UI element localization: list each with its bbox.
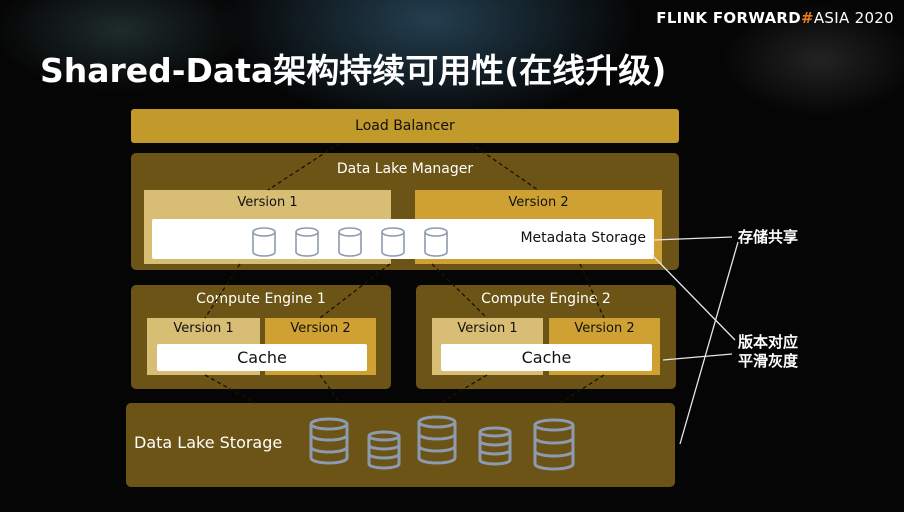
ce1-version-1-label: Version 1 <box>173 321 234 336</box>
brand-logo: FLINK FORWARD#ASIA 2020 <box>656 9 894 27</box>
dlm-version-1-label: Version 1 <box>237 195 298 210</box>
compute-engine-2-label: Compute Engine 2 <box>481 291 611 307</box>
slide-title: Shared-Data架构持续可用性(在线升级) <box>40 51 667 90</box>
annotation-storage-sharing: 存储共享 <box>738 228 799 246</box>
load-balancer-label: Load Balancer <box>355 118 455 134</box>
load-balancer: Load Balancer <box>131 109 679 143</box>
ce2-cache: Cache <box>441 344 652 371</box>
annotation-version-line1: 版本对应 <box>738 333 799 351</box>
ce1-cache: Cache <box>157 344 367 371</box>
ce2-version-2-label: Version 2 <box>574 321 635 336</box>
annotation-version-line2: 平滑灰度 <box>738 352 799 370</box>
metadata-storage: Metadata Storage <box>152 219 654 259</box>
ce1-version-2-label: Version 2 <box>290 321 351 336</box>
data-lake-manager-label: Data Lake Manager <box>336 161 474 177</box>
compute-engine-1-label: Compute Engine 1 <box>196 291 326 307</box>
dlm-version-2-label: Version 2 <box>508 195 569 210</box>
ce2-version-1-label: Version 1 <box>457 321 518 336</box>
ce1-cache-label: Cache <box>237 348 287 367</box>
data-lake-storage-label: Data Lake Storage <box>134 433 283 452</box>
metadata-storage-label: Metadata Storage <box>520 230 646 246</box>
ce2-cache-label: Cache <box>521 348 572 367</box>
data-lake-storage: Data Lake Storage <box>126 403 675 487</box>
